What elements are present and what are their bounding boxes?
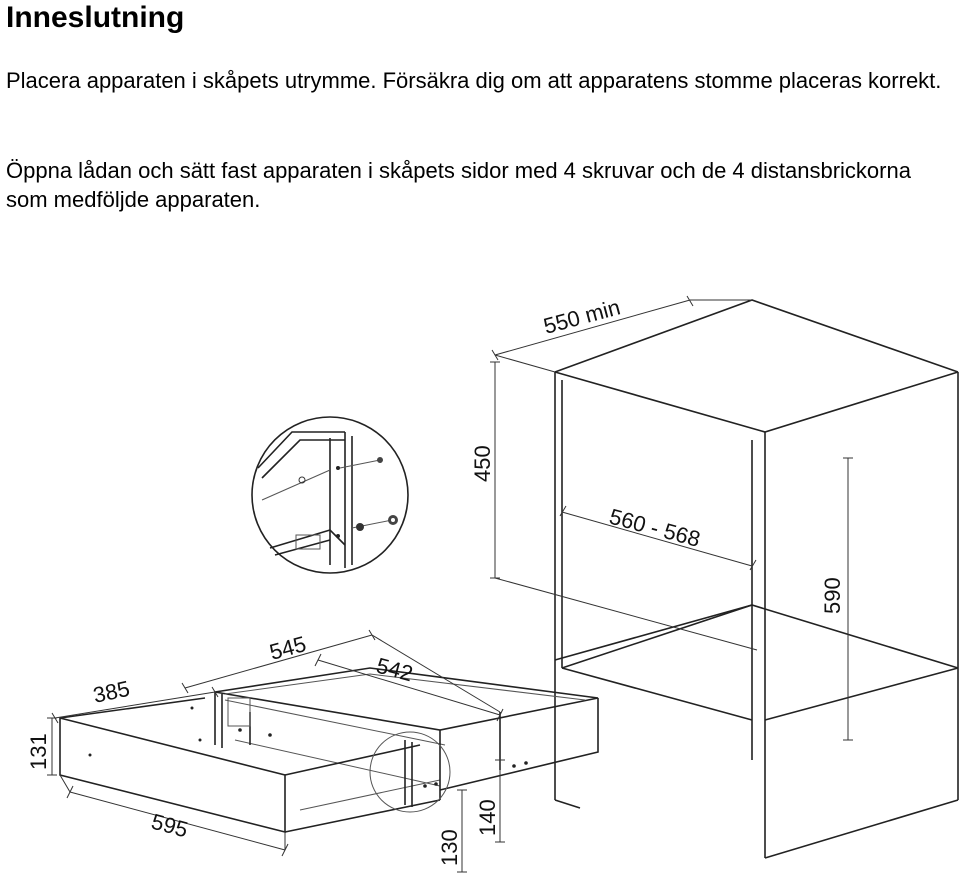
label-550-min: 550 min	[541, 294, 623, 338]
label-131: 131	[26, 733, 51, 770]
page-title: Inneslutning	[6, 1, 185, 34]
dimension-595: 595	[59, 774, 289, 857]
label-385: 385	[91, 676, 132, 708]
label-545: 545	[267, 631, 309, 665]
dimension-590: 590	[820, 457, 853, 741]
label-590: 590	[820, 577, 845, 614]
instruction-paragraph-2: Öppna lådan och sätt fast apparaten i sk…	[6, 158, 911, 212]
label-140: 140	[475, 799, 500, 836]
label-130: 130	[437, 829, 462, 866]
dimension-560-568: 560 - 568	[559, 504, 757, 571]
dimension-130: 130	[437, 789, 467, 873]
cabinet-niche	[554, 299, 959, 859]
dimension-131: 131	[26, 717, 57, 776]
dimension-545: 545	[181, 629, 501, 713]
detail-inset	[251, 416, 409, 574]
drawer-appliance	[59, 667, 599, 834]
detail-marker-circle	[369, 731, 451, 813]
label-450: 450	[470, 445, 495, 482]
dimension-550-min: 550 min	[491, 294, 752, 373]
label-560-568: 560 - 568	[607, 504, 703, 552]
dimension-140: 140	[475, 759, 505, 843]
label-595: 595	[149, 809, 191, 843]
dimension-450: 450	[470, 361, 758, 651]
instruction-paragraph-1: Placera apparaten i skåpets utrymme. För…	[6, 68, 942, 93]
